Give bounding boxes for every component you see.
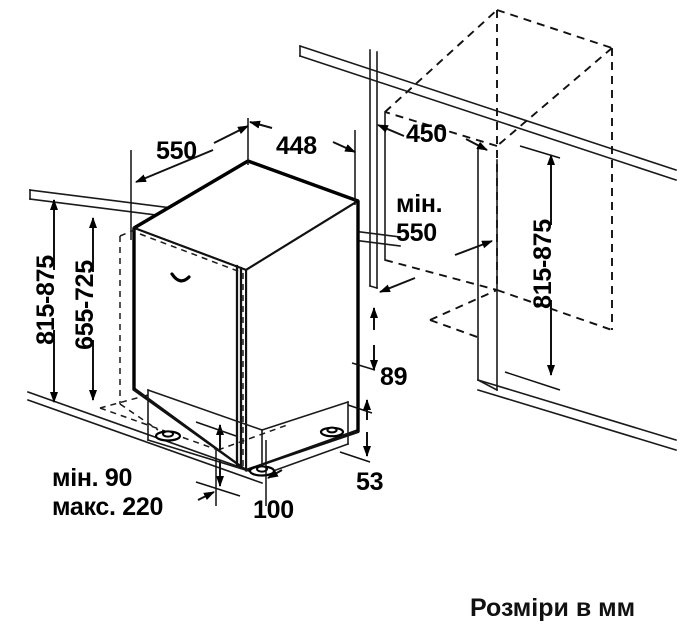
dishwasher-body [132,159,360,472]
plinth-base-panel [99,388,350,477]
dimension-label-53: 53 [356,468,383,496]
worktop-right [298,44,678,182]
dimension-niche-depth-min: мін. 550 [379,190,493,293]
dimension-label-815-875-left: 815-875 [32,255,60,345]
niche-outline-right [384,9,613,339]
dimension-label-100: 100 [253,496,294,524]
floor-line-right [477,379,677,451]
dimension-label-89: 89 [380,363,407,391]
dimension-label-655-725: 655-725 [71,260,99,350]
niche-side-wall-right [369,49,386,289]
appliance-hidden-edges [119,229,159,431]
dimension-label-450: 450 [406,120,447,148]
dimension-offset-89: 89 [351,307,408,391]
door-handle-recess [170,272,191,283]
caption-dimensions-in-mm: Розміри в мм [470,594,635,622]
niche-front-panel-right [476,147,499,392]
dimension-depth-550: 550 [130,118,249,240]
dimension-height-655-725: 655-725 [71,217,99,401]
dimension-label-550: 550 [156,137,197,165]
dimension-height-815-875-left: 815-875 [32,199,60,403]
dimension-plinth-height: мін. 90 макс. 220 [52,421,241,521]
dimension-height-815-875-right: 815-875 [529,154,557,376]
dimension-label-815-875-right: 815-875 [529,219,557,309]
dimension-offset-53: 53 [339,399,384,496]
dimension-niche-450: 450 [377,120,488,151]
floor-line-left [26,390,264,485]
dimension-label-448: 448 [276,132,317,160]
dimension-label-niche-550: 550 [396,219,437,247]
dimension-width-448: 448 [249,120,356,205]
dimension-label-min-90: мін. 90 [52,464,132,492]
dimension-label-min: мін. [396,190,442,218]
dimension-label-max-220: макс. 220 [52,493,163,521]
dimension-setback-100: 100 [197,440,294,524]
niche-height-ext-lines [504,145,561,391]
